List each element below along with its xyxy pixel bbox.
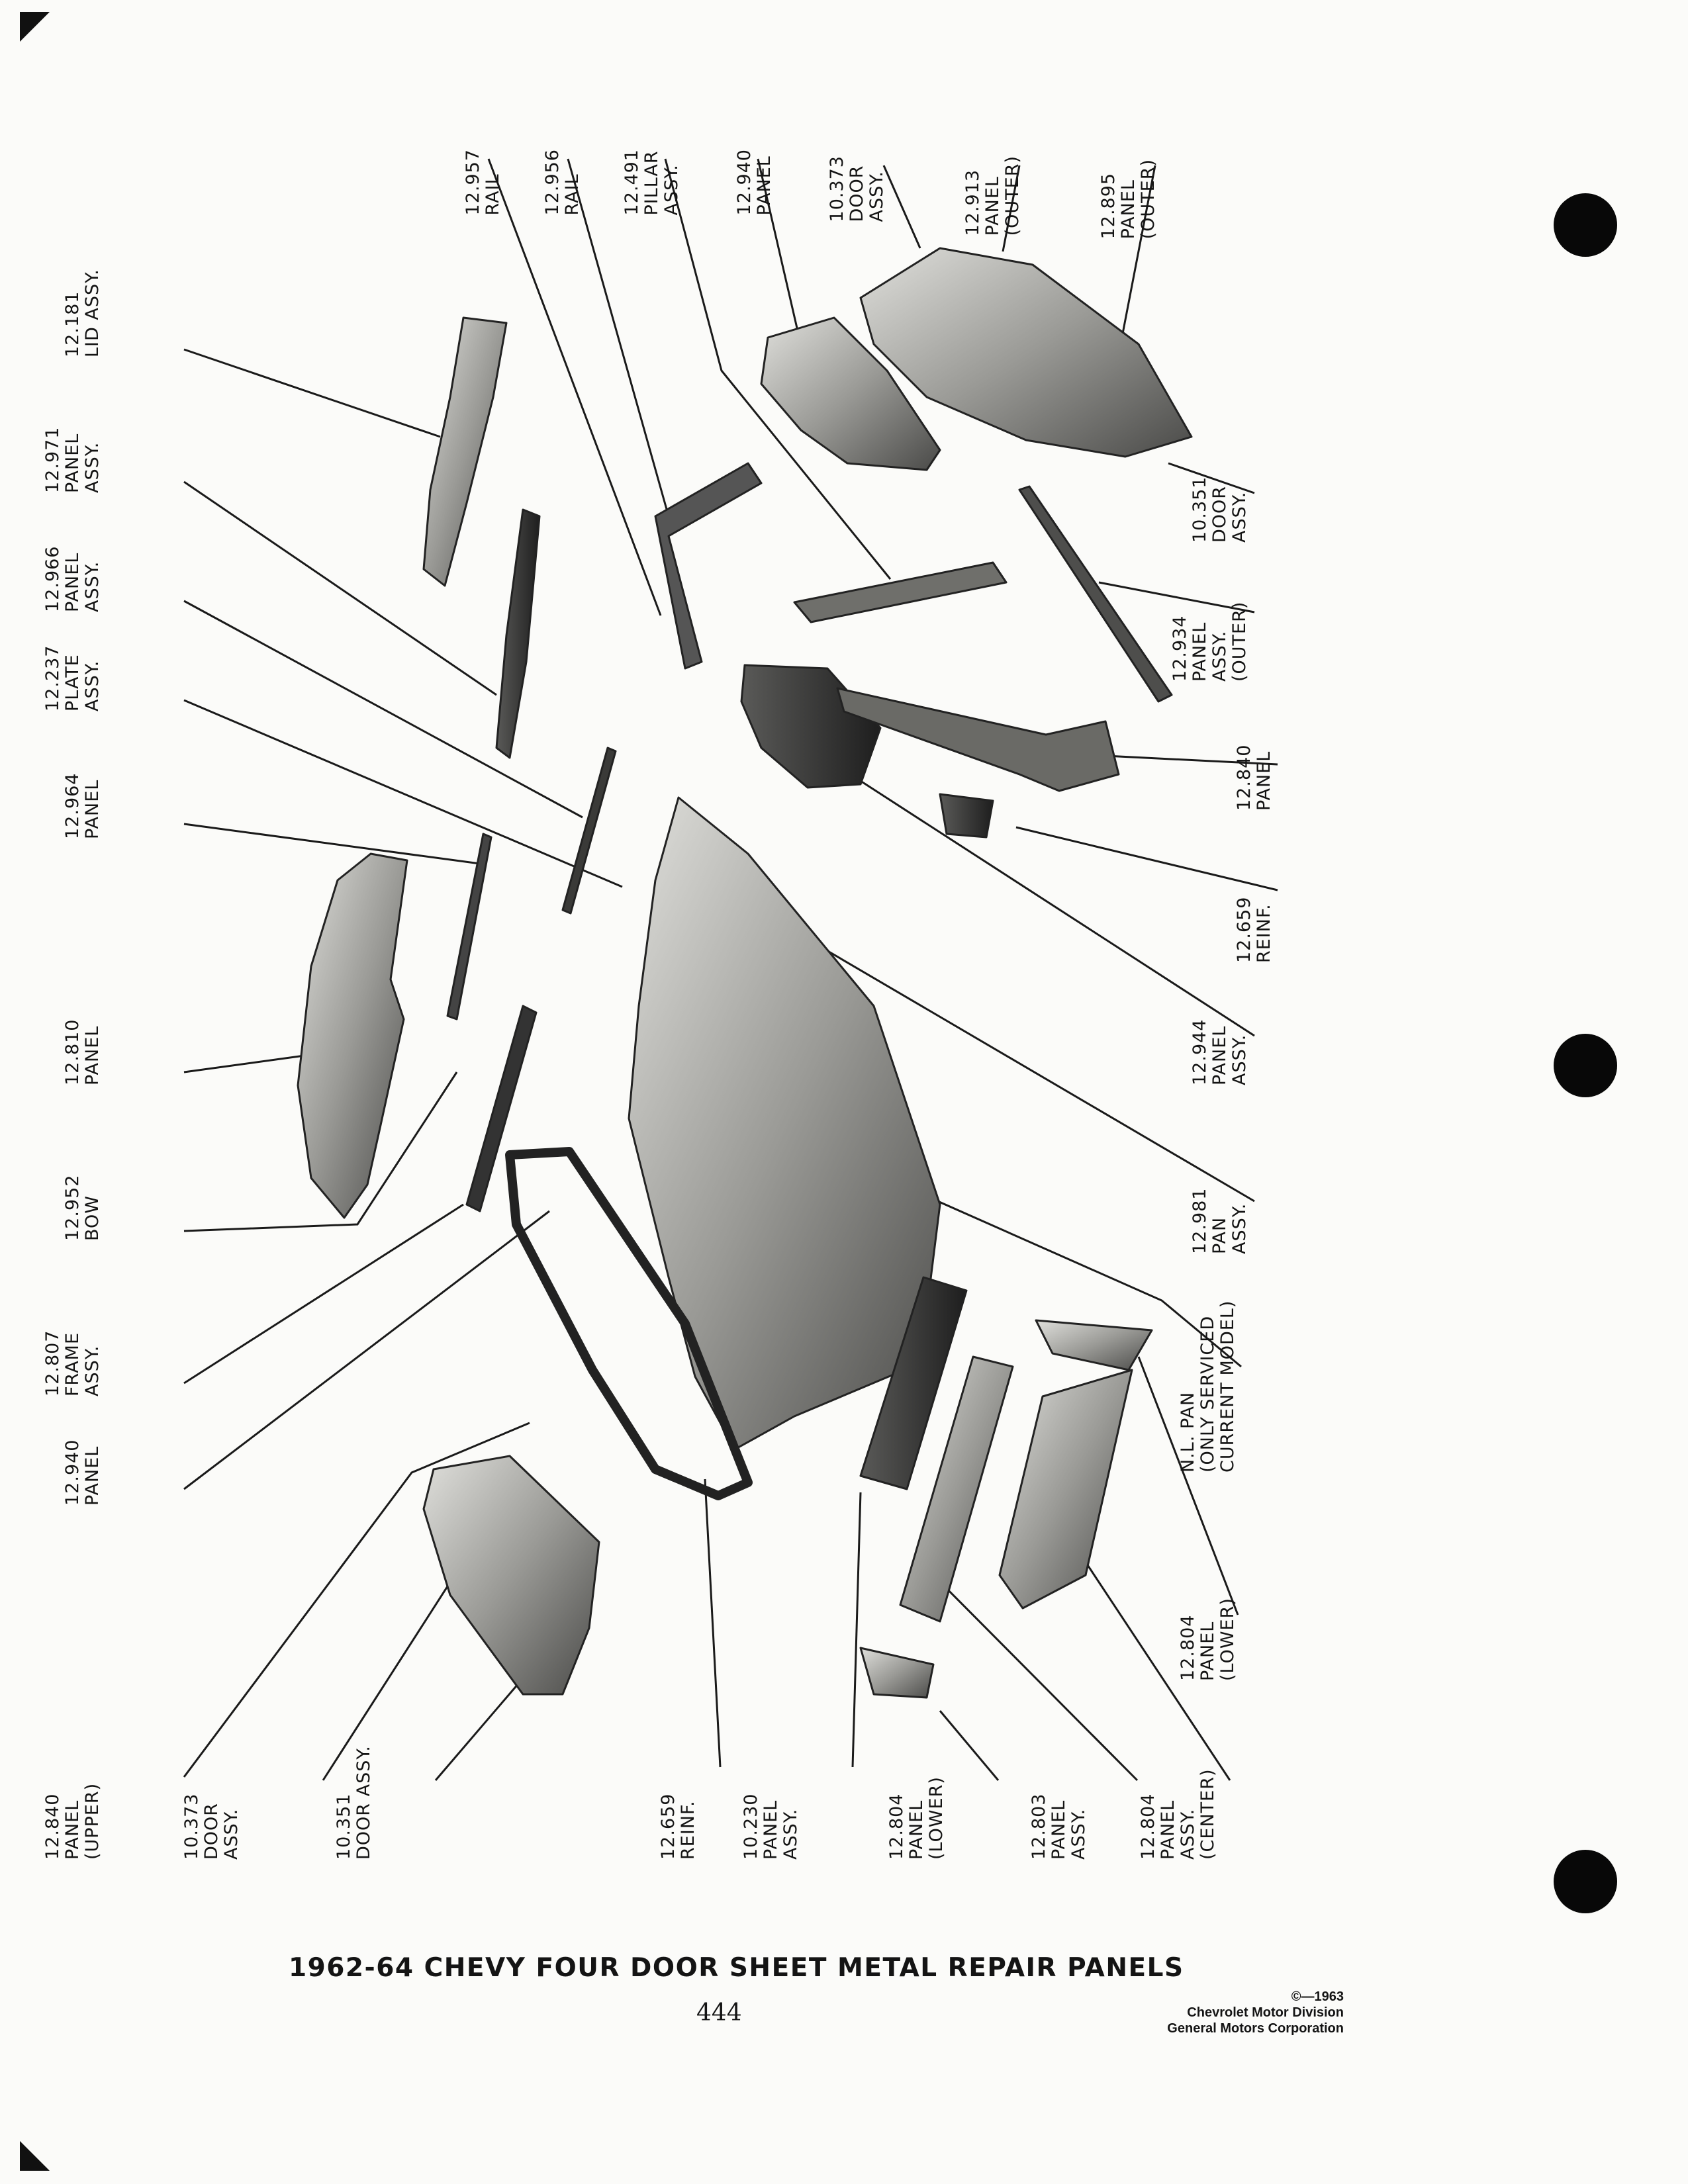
leader-12952 (183, 1071, 458, 1232)
rail-strip-shape (465, 1005, 538, 1212)
pillar-strip-shape (793, 561, 1008, 623)
callout-text: 12.659 REINF. (1234, 896, 1274, 963)
callout-text: 12.940 PANEL (734, 149, 774, 216)
callout-text: 12.956 RAIL (542, 149, 583, 216)
corporation-line: General Motors Corporation (1167, 2021, 1344, 2036)
leader-12957 (487, 158, 662, 616)
corner-mark-top-left (20, 12, 50, 42)
copyright-block: ©—1963 Chevrolet Motor Division General … (1167, 1989, 1344, 2036)
binder-hole-top (1554, 193, 1617, 257)
leader-12840-upper (183, 1422, 530, 1778)
leader-10351-right (1168, 462, 1255, 494)
callout-text: 12.913 PANEL (OUTER) (962, 156, 1023, 236)
floor-pan-shape (628, 796, 941, 1451)
callout-text: 12.659 REINF. (658, 1793, 698, 1860)
part-shapes (297, 247, 1193, 1699)
leader-12934 (1098, 581, 1255, 614)
callout-text: 12.966 PANEL ASSY. (42, 545, 103, 612)
reinforcement-shape (859, 1276, 968, 1490)
outer-panel-shape (1018, 485, 1173, 703)
lower-panel-small-shape (859, 1647, 935, 1699)
leader-10373-top (882, 165, 921, 249)
callout-text: 12.237 PLATE ASSY. (42, 645, 103, 711)
leader-12913 (1002, 165, 1021, 252)
callout-text: 10.351 DOOR ASSY. (334, 1745, 374, 1860)
callout-text: 12.810 PANEL (62, 1019, 103, 1085)
leader-12956 (567, 158, 670, 517)
callout-text: 10.373 DOOR ASSY. (181, 1793, 242, 1860)
binder-hole-middle (1554, 1034, 1617, 1097)
callout-text: 10.351 DOOR ASSY. (1190, 476, 1250, 543)
leader-12804-center (1071, 1541, 1231, 1781)
copyright-line: ©—1963 (1291, 1989, 1344, 2004)
trunk-lid-shape (422, 316, 508, 587)
rear-rail-shape (836, 687, 1120, 792)
center-panel-shape (899, 1355, 1014, 1623)
leader-12940-top (757, 158, 799, 332)
corner-mark-bottom-left (20, 2141, 50, 2171)
callout-text: 10.230 PANEL ASSY. (741, 1793, 801, 1860)
rear-panel-shape (495, 508, 541, 759)
callout-text: N.L. PAN (ONLY SERVICED CURRENT MODEL) (1178, 1300, 1238, 1473)
callout-text: 12.964 PANEL (62, 772, 103, 839)
lower-panel-shape (998, 1369, 1133, 1610)
page-number: 444 (696, 1999, 742, 2026)
leader-12966 (183, 600, 583, 819)
leader-12895 (1117, 165, 1156, 355)
wheelhouse-shape (740, 664, 882, 789)
callout-text: 12.804 PANEL (LOWER) (1178, 1598, 1238, 1681)
leader-nl-pan (840, 1157, 1242, 1368)
frame-bow-shape (446, 833, 492, 1021)
callout-text: 12.181 LID ASSY. (62, 269, 103, 357)
leader-12659-right (1015, 826, 1278, 891)
leader-10230 (851, 1492, 862, 1768)
leader-10351-bottom (434, 1674, 528, 1781)
quarter-panel-shape (760, 316, 941, 471)
callout-text: 12.840 PANEL (UPPER) (42, 1782, 103, 1860)
callout-text: 12.807 FRAME ASSY. (42, 1330, 103, 1396)
reinf-small-shape (939, 793, 994, 839)
callout-text: 12.491 PILLAR ASSY. (622, 149, 682, 216)
callout-text: 12.957 RAIL (463, 149, 503, 216)
binder-hole-bottom (1554, 1850, 1617, 1913)
page-caption: 1962-64 CHEVY FOUR DOOR SHEET METAL REPA… (289, 1953, 1184, 1983)
callout-text: 12.971 PANEL ASSY. (42, 426, 103, 493)
callout-text: 12.804 PANEL (LOWER) (886, 1776, 947, 1860)
leader-12964 (183, 823, 481, 865)
callout-text: 12.940 PANEL (62, 1439, 103, 1506)
leader-12940-left (183, 1210, 550, 1490)
callout-text: 12.934 PANEL ASSY. (OUTER) (1170, 601, 1250, 682)
bow-strip-shape (561, 747, 617, 915)
lower-panel-top-shape (1035, 1319, 1153, 1371)
callout-text: 12.804 PANEL ASSY. (CENTER) (1138, 1768, 1218, 1860)
leader-12181 (183, 348, 441, 438)
leader-12491 (664, 158, 892, 580)
leader-12807 (183, 1203, 464, 1385)
front-door-frame-shape (505, 1147, 753, 1500)
callout-text: 10.373 DOOR ASSY. (827, 156, 887, 222)
rocker-rail-shape (654, 462, 763, 670)
leader-12803 (932, 1574, 1139, 1782)
roof-panel-shape (297, 852, 408, 1219)
publisher-line: Chevrolet Motor Division (1187, 2005, 1344, 2020)
callout-text: 12.952 BOW (62, 1174, 103, 1241)
leader-12971 (183, 480, 497, 696)
callout-text: 12.944 PANEL ASSY. (1190, 1019, 1250, 1085)
leader-12810 (183, 1054, 305, 1073)
callout-text: 12.840 PANEL (1234, 744, 1274, 811)
leader-12804-lower (939, 1710, 1000, 1781)
callout-text: 12.895 PANEL (OUTER) (1098, 159, 1158, 240)
leader-12659-bottom (704, 1479, 722, 1768)
leader-12944 (860, 780, 1255, 1037)
leader-12804-right (1137, 1356, 1239, 1615)
callout-text: 12.981 PAN ASSY. (1190, 1187, 1250, 1254)
rear-door-shape (859, 247, 1193, 458)
callout-text: 12.803 PANEL ASSY. (1029, 1793, 1089, 1860)
front-door-shape (422, 1455, 600, 1696)
leader-12237 (183, 699, 623, 888)
